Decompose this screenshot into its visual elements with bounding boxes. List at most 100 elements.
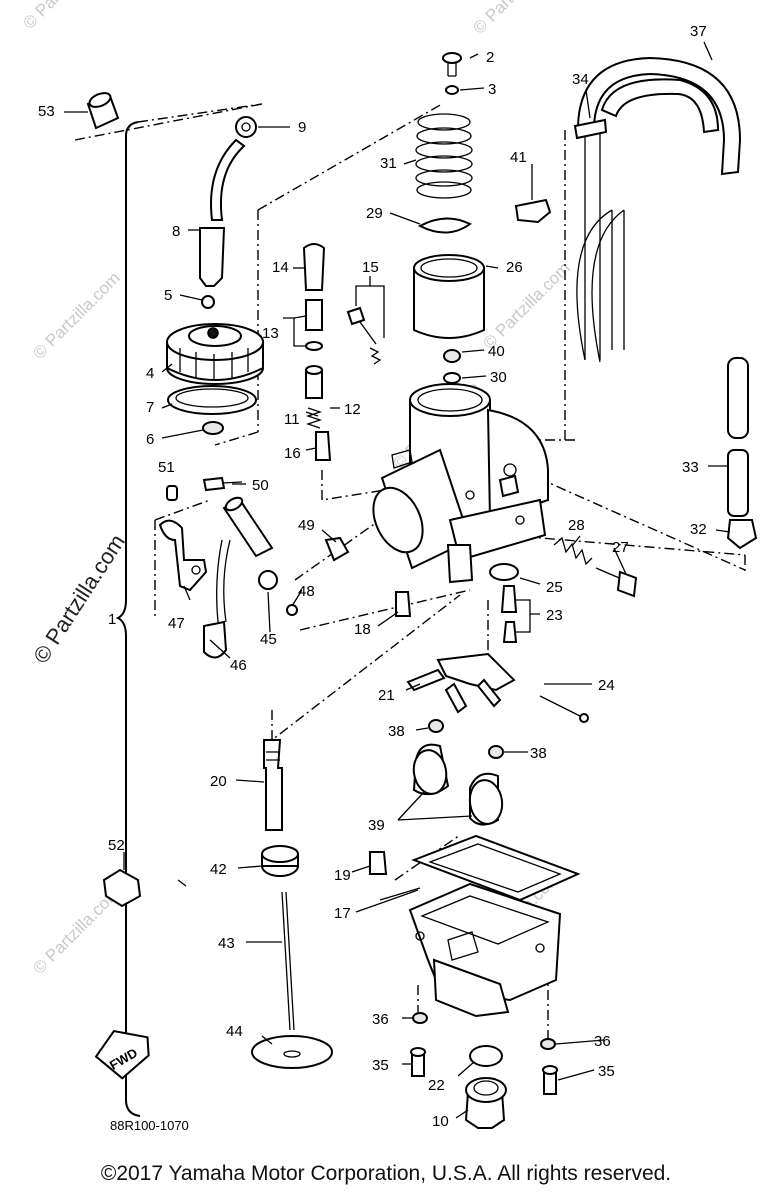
callout-40: 40 (488, 343, 505, 360)
callout-24: 24 (598, 677, 615, 694)
part-38-seal-b (488, 745, 504, 759)
callout-38b: 38 (530, 745, 547, 762)
callout-7: 7 (146, 399, 154, 416)
part-17-float-bowl (408, 834, 581, 1018)
part-18-jet (395, 591, 412, 617)
part-21-float-arm (406, 652, 516, 714)
callout-32: 32 (690, 521, 707, 538)
callout-28: 28 (568, 517, 585, 534)
part-11-spring (305, 407, 323, 429)
callout-51: 51 (158, 459, 175, 476)
part-10-drain-plug (464, 1077, 507, 1129)
part-35-screw-b (542, 1065, 558, 1095)
part-48-washer (286, 604, 298, 616)
drawing-code: 88R100-1070 (110, 1118, 189, 1133)
callout-22: 22 (428, 1077, 445, 1094)
callout-13: 13 (262, 325, 279, 342)
callout-19: 19 (334, 867, 351, 884)
callout-30: 30 (490, 369, 507, 386)
part-28-spring (553, 536, 593, 566)
part-31-spring (415, 113, 473, 199)
part-16-jet (315, 431, 332, 461)
callout-4: 4 (146, 365, 154, 382)
watermark-3: © Partzilla.com (469, 0, 563, 38)
callout-41: 41 (510, 149, 527, 166)
part-52-petcock (102, 858, 142, 908)
part-24-pin (539, 695, 589, 723)
callout-44: 44 (226, 1023, 243, 1040)
part-13-stack (305, 299, 323, 351)
part-50-screw (202, 476, 243, 492)
part-36-washer-a (412, 1012, 428, 1024)
callout-20: 20 (210, 773, 227, 790)
watermark-main: © Partzilla.com (28, 530, 130, 668)
part-4-mixing-chamber-top (166, 323, 264, 385)
callout-27: 27 (612, 539, 629, 556)
part-8-fitting (199, 138, 246, 287)
front-direction-arrow: FWD (94, 1029, 150, 1080)
leader-lines (74, 103, 746, 1040)
part-25-o-ring (489, 563, 519, 581)
callout-33: 33 (682, 459, 699, 476)
part-15-pilot-screw (346, 306, 382, 365)
carburetor-body (372, 383, 549, 584)
callout-52: 52 (108, 837, 125, 854)
callout-11: 11 (284, 411, 300, 428)
callout-15: 15 (362, 259, 379, 276)
part-42-collar (261, 845, 299, 877)
callout-49: 49 (298, 517, 315, 534)
part-27-screw (595, 567, 638, 598)
part-38-seal-a (428, 719, 444, 733)
copyright-notice: ©2017 Yamaha Motor Corporation, U.S.A. A… (100, 1162, 672, 1185)
callout-21: 21 (378, 687, 395, 704)
part-40-seal (443, 349, 461, 363)
part-9-cap (235, 116, 257, 138)
part-34-vent-hose (573, 78, 720, 363)
callout-6: 6 (146, 431, 154, 448)
part-33-tube (727, 357, 749, 517)
callout-37: 37 (690, 23, 707, 40)
callout-numbers: 1 2 3 4 5 6 7 8 9 10 11 12 13 14 15 16 1… (38, 23, 707, 1130)
part-19-jet (369, 851, 388, 875)
part-35-screw-a (410, 1047, 426, 1077)
callout-9: 9 (298, 119, 306, 136)
callout-14: 14 (272, 259, 289, 276)
callout-18: 18 (354, 621, 371, 638)
callout-47: 47 (168, 615, 185, 632)
part-32-clip (726, 519, 758, 550)
callout-25: 25 (546, 579, 563, 596)
callout-leaders (64, 41, 731, 1119)
part-7-gasket (167, 385, 257, 415)
callout-23: 23 (546, 607, 563, 624)
callout-42: 42 (210, 861, 227, 878)
part-5-washer (201, 295, 215, 309)
callout-12: 12 (344, 401, 361, 418)
part-51-clip (166, 485, 178, 501)
part-22-o-ring (469, 1045, 503, 1067)
callout-36b: 36 (594, 1033, 611, 1050)
callout-45: 45 (260, 631, 277, 648)
callout-8: 8 (172, 223, 180, 240)
callout-35b: 35 (598, 1063, 615, 1080)
callout-5: 5 (164, 287, 172, 304)
callout-3: 3 (488, 81, 496, 98)
callout-1: 1 (108, 611, 116, 628)
callout-38a: 38 (388, 723, 405, 740)
part-49-plug (324, 536, 350, 562)
part-30-washer (443, 372, 461, 384)
callout-2: 2 (486, 49, 494, 66)
part-37-vent-hose (576, 56, 742, 360)
watermark-1: © Partzilla.com (19, 0, 113, 33)
part-12-valve (305, 365, 323, 399)
assembly-bracket (115, 121, 141, 1117)
part-23-jet (500, 585, 518, 643)
part-14-cap (302, 243, 326, 291)
callout-10: 10 (432, 1113, 449, 1130)
callout-43: 43 (218, 935, 235, 952)
part-43-rod (281, 891, 295, 1031)
part-3-washer (445, 85, 459, 95)
callout-34: 34 (572, 71, 589, 88)
callout-17: 17 (334, 905, 351, 922)
callout-36a: 36 (372, 1011, 389, 1028)
callout-26: 26 (506, 259, 523, 276)
